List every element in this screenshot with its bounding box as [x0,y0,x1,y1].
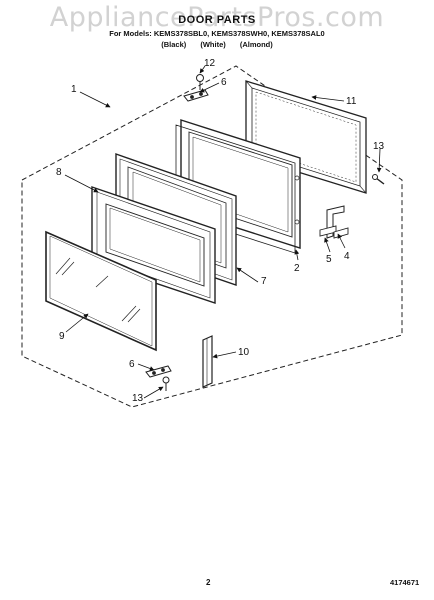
model-list: For Models: KEMS378SBL0, KEMS378SWH0, KE… [109,29,325,38]
assembly-boundary [21,65,403,408]
page-number: 2 [206,578,211,587]
watermark: AppliancePartsPros.com [49,2,385,33]
latch-parts [319,205,349,239]
callout-13-bottom: 13 [132,393,144,404]
door-handle [202,335,213,388]
document-number: 4174671 [390,578,420,587]
leader-lines [64,65,382,399]
callout-6-top: 6 [221,77,227,88]
callout-1: 1 [71,84,77,95]
callout-6-bottom: 6 [129,359,135,370]
color-list: (Black) (White) (Almond) [161,40,273,49]
callout-11: 11 [346,96,357,107]
callout-5: 5 [326,254,332,265]
callout-9: 9 [59,331,65,342]
callout-7: 7 [261,276,267,287]
right-screw [372,174,385,185]
callout-2: 2 [294,263,300,274]
callout-4: 4 [344,251,350,262]
bottom-hinge-parts [145,365,172,391]
callout-10: 10 [238,347,250,358]
callout-8: 8 [56,167,62,178]
door-glass [45,230,157,352]
top-hinge-parts [183,74,209,102]
callout-12: 12 [204,58,216,69]
page-title: DOOR PARTS [178,14,256,26]
callout-13-right: 13 [373,141,385,152]
door-trim [91,186,216,304]
